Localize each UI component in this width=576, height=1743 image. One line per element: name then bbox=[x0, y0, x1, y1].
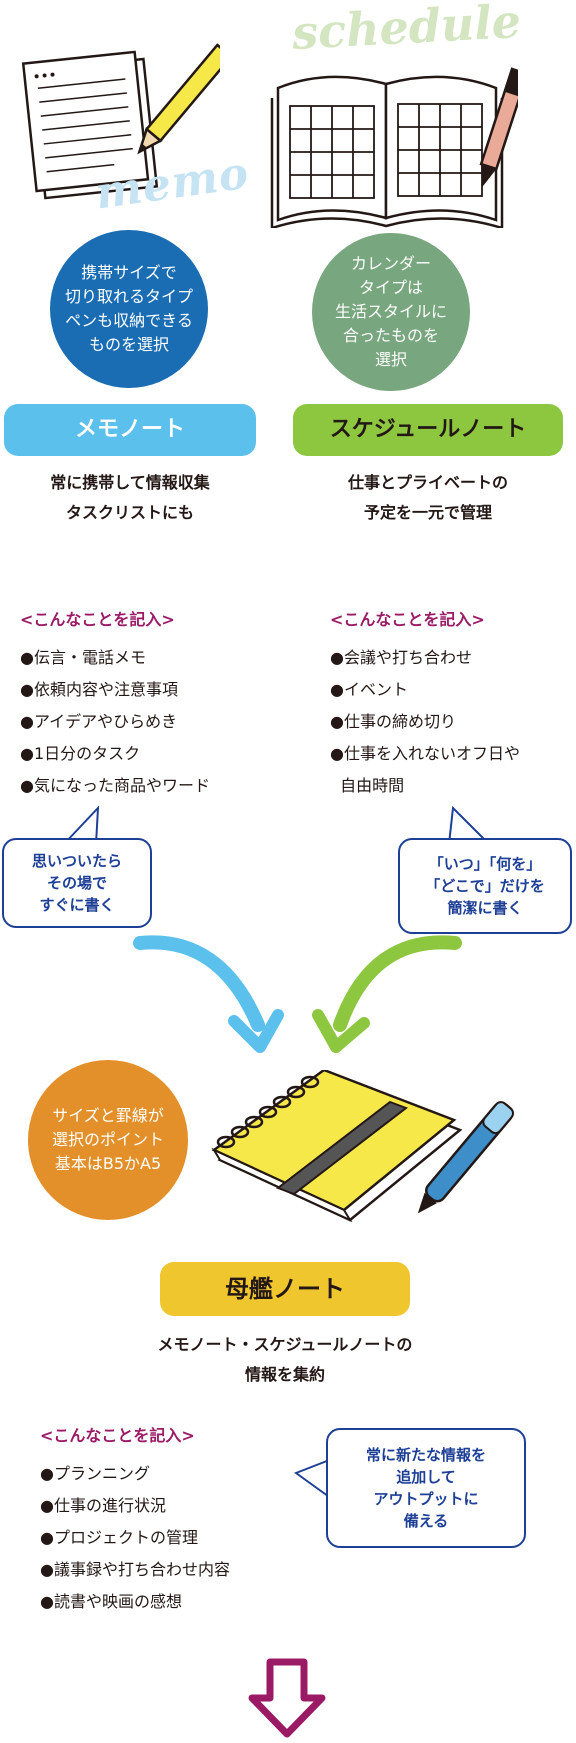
list-item: ●プロジェクトの管理 bbox=[40, 1528, 198, 1547]
curved-arrow-green bbox=[312, 935, 462, 1053]
mothership-desc-line: メモノート・スケジュールノートの bbox=[157, 1335, 413, 1354]
memo-desc-line: 常に携帯して情報収集 bbox=[50, 473, 210, 492]
schedule-book-illustration bbox=[268, 58, 529, 230]
mothership-circle-line: 基本はB5かA5 bbox=[54, 1154, 162, 1173]
memo-desc-line: タスクリストにも bbox=[65, 503, 194, 522]
mothership-info-circle: サイズと罫線が 選択のポイント 基本はB5かA5 bbox=[28, 1060, 188, 1220]
list-item: ●プランニング bbox=[40, 1464, 150, 1483]
memo-circle-line: ペンも収納できる bbox=[65, 311, 193, 330]
schedule-description: 仕事とプライベートの 予定を一元で管理 bbox=[293, 468, 563, 528]
memo-circle-line: 切り取れるタイプ bbox=[64, 287, 193, 306]
memo-circle-line: 携帯サイズで bbox=[81, 263, 177, 282]
mothership-circle-line: サイズと罫線が bbox=[52, 1106, 164, 1125]
mothership-description: メモノート・スケジュールノートの 情報を集約 bbox=[80, 1330, 490, 1390]
schedule-circle-line: カレンダー bbox=[350, 254, 431, 273]
list-item: ●読書や映画の感想 bbox=[40, 1592, 182, 1611]
schedule-bubble-line: 「どこで」だけを bbox=[425, 877, 545, 895]
schedule-note-label: スケジュールノート bbox=[293, 404, 563, 456]
notebook-illustration bbox=[190, 1068, 520, 1250]
memo-tip-bubble: 思いついたら その場で すぐに書く bbox=[2, 838, 152, 928]
memo-pad-illustration bbox=[20, 35, 233, 215]
schedule-circle-line: タイプは bbox=[358, 278, 423, 297]
schedule-desc-line: 仕事とプライベートの bbox=[347, 473, 508, 492]
mothership-bubble-line: 常に新たな情報を bbox=[365, 1446, 486, 1464]
memo-circle-line: ものを選択 bbox=[88, 335, 169, 354]
schedule-info-circle: カレンダー タイプは 生活スタイルに 合ったものを 選択 bbox=[312, 233, 470, 391]
memo-list-heading: <こんなことを記入> bbox=[20, 610, 175, 629]
list-item: ●伝言・電話メモ bbox=[20, 648, 146, 667]
mothership-desc-line: 情報を集約 bbox=[244, 1365, 325, 1384]
memo-bubble-line: すぐに書く bbox=[39, 896, 115, 914]
mothership-circle-line: 選択のポイント bbox=[51, 1130, 164, 1149]
list-item: ●アイデアやひらめき bbox=[20, 712, 178, 731]
list-item: ●仕事の締め切り bbox=[330, 712, 456, 731]
list-item: ●会議や打ち合わせ bbox=[330, 648, 472, 667]
mothership-bubble-line: アウトプットに bbox=[373, 1490, 479, 1508]
list-item: ●イベント bbox=[330, 680, 408, 699]
mothership-bubble-line: 追加して bbox=[396, 1468, 456, 1486]
memo-description: 常に携帯して情報収集 タスクリストにも bbox=[4, 468, 256, 528]
mothership-item-list: ●プランニング ●仕事の進行状況 ●プロジェクトの管理 ●議事録や打ち合わせ内容… bbox=[40, 1458, 230, 1618]
list-item: ●1日分のタスク bbox=[20, 744, 141, 763]
down-arrow-icon bbox=[248, 1658, 326, 1738]
mothership-bubble-line: 備える bbox=[403, 1512, 449, 1530]
schedule-decor-text: schedule bbox=[290, 0, 523, 60]
memo-bubble-line: 思いついたら bbox=[31, 852, 122, 870]
list-item: ●依頼内容や注意事項 bbox=[20, 680, 178, 699]
list-item: ●気になった商品やワード bbox=[20, 776, 210, 795]
memo-note-label: メモノート bbox=[4, 404, 256, 456]
schedule-bubble-line: 「いつ」「何を」 bbox=[428, 855, 542, 873]
curved-arrow-blue bbox=[133, 935, 284, 1053]
schedule-circle-line: 合ったものを bbox=[342, 326, 439, 345]
schedule-desc-line: 予定を一元で管理 bbox=[363, 503, 492, 522]
memo-item-list: ●伝言・電話メモ ●依頼内容や注意事項 ●アイデアやひらめき ●1日分のタスク … bbox=[20, 642, 210, 802]
schedule-circle-line: 選択 bbox=[374, 350, 407, 369]
memo-bubble-line: その場で bbox=[46, 874, 107, 892]
list-item: ●仕事を入れないオフ日や bbox=[330, 744, 520, 763]
mothership-note-label: 母艦ノート bbox=[160, 1262, 410, 1316]
schedule-item-list: ●会議や打ち合わせ ●イベント ●仕事の締め切り ●仕事を入れないオフ日や 自由… bbox=[330, 642, 520, 802]
schedule-bubble-tail bbox=[448, 806, 490, 845]
list-item: ●仕事の進行状況 bbox=[40, 1496, 166, 1515]
mothership-tip-bubble: 常に新たな情報を 追加して アウトプットに 備える bbox=[326, 1428, 526, 1548]
mothership-list-heading: <こんなことを記入> bbox=[40, 1426, 195, 1445]
schedule-tip-bubble: 「いつ」「何を」 「どこで」だけを 簡潔に書く bbox=[398, 838, 572, 934]
list-item: ●議事録や打ち合わせ内容 bbox=[40, 1560, 230, 1579]
schedule-bubble-line: 簡潔に書く bbox=[447, 899, 523, 917]
schedule-list-heading: <こんなことを記入> bbox=[330, 610, 485, 629]
memo-bubble-tail bbox=[63, 806, 100, 845]
memo-info-circle: 携帯サイズで 切り取れるタイプ ペンも収納できる ものを選択 bbox=[50, 230, 208, 388]
schedule-circle-line: 生活スタイルに bbox=[334, 302, 447, 321]
mothership-bubble-tail bbox=[294, 1458, 333, 1500]
list-item: 自由時間 bbox=[330, 776, 405, 795]
